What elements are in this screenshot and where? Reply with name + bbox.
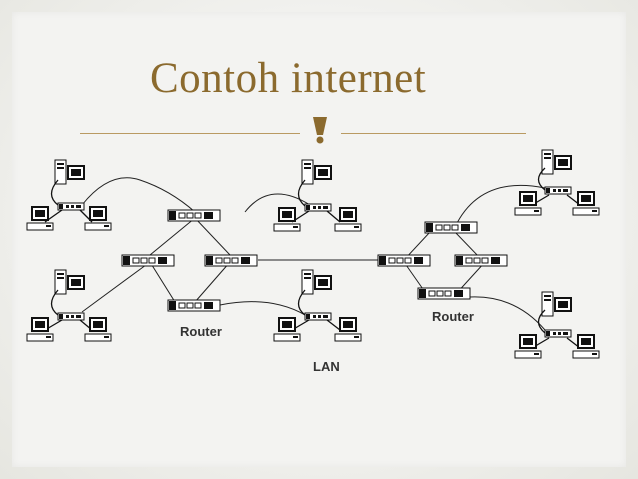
lan-top-middle (273, 159, 362, 232)
lan-bottom-middle (273, 269, 362, 342)
lan-label: LAN (313, 359, 340, 374)
title-rule-right (341, 133, 526, 134)
router-left-mid-a (121, 254, 175, 267)
lan-top-left (26, 159, 112, 231)
lan-bottom-right (514, 291, 600, 359)
slide-frame (12, 12, 626, 467)
router-right-bottom (417, 287, 471, 300)
router-left-bottom (167, 299, 221, 312)
network-links (81, 177, 546, 331)
router-left-mid-b (204, 254, 258, 267)
router-label-right: Router (432, 309, 474, 324)
router-right-mid (454, 254, 508, 267)
slide-title: Contoh internet (150, 55, 427, 102)
lan-bottom-left (26, 269, 112, 342)
router-right-top (424, 221, 478, 234)
title-rule-left (80, 133, 300, 134)
lan-top-right (514, 149, 600, 216)
router-label-left: Router (180, 324, 222, 339)
ornament-icon (313, 117, 327, 144)
router-left-top (167, 209, 221, 222)
router-right-left (377, 254, 431, 267)
